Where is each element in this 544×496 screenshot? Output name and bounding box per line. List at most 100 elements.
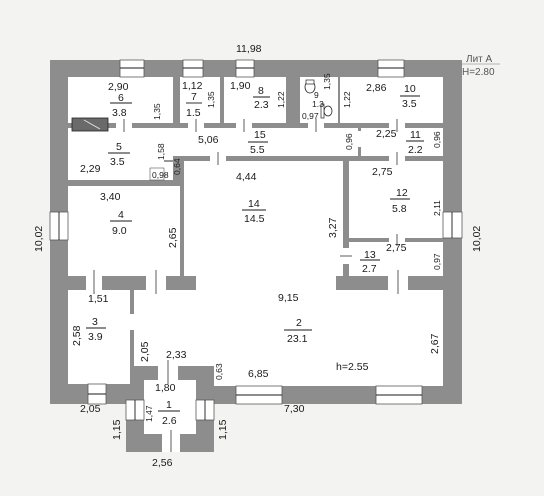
dim-r11-h: 0,96 [432,131,442,148]
dim-width-top: 11,98 [236,43,262,55]
dim-r5-w: 2,29 [80,163,101,175]
dim-r12-h: 2,11 [432,200,442,216]
dim-r2-w: 9,15 [278,292,299,304]
dim-height-left: 10,02 [33,226,45,252]
room-5-num: 5 [116,141,122,153]
dim-r1-h: 1,47 [144,405,154,422]
room-12-area: 5.8 [392,203,407,215]
dim-r2-bottom-b: 7,30 [284,403,305,415]
sink-icon [323,105,333,117]
dim-r13-w: 2,75 [386,242,407,254]
room-4-area: 9.0 [112,225,127,237]
dim-r1-w: 1,80 [155,382,176,394]
height-label: H=2.80 [462,67,495,78]
room-3-area: 3.9 [88,331,103,343]
dim-ext-left-w: 2,05 [80,403,101,415]
room-2-area: 23.1 [287,333,308,345]
window-top-2 [182,59,204,78]
dim-r15-h: 0,96 [344,133,354,150]
room-11 [361,128,443,156]
room-8-area: 2.3 [254,99,269,111]
dim-r9-h: 1,35 [322,73,332,90]
dim-porch-w: 2,56 [152,457,173,469]
dim-r10-h: 1,22 [342,91,352,108]
dim-r8-h: 1,22 [276,91,286,108]
dim-r7-h: 1,35 [206,91,216,108]
room-9-area: 1.3 [312,99,324,109]
dim-porch-h-right: 1,15 [217,419,229,440]
ceiling-height: h=2.55 [336,361,369,373]
room-11-area: 2.2 [408,144,423,156]
window-top-3 [235,59,255,78]
room-13-area: 2.7 [362,263,377,275]
room-8-num: 8 [258,85,264,97]
room-10 [340,77,443,123]
dim-r8-w: 1,90 [230,80,251,92]
dim-r2-left-h: 2,05 [139,341,151,362]
window-bottom-3 [375,385,423,405]
room-15-area: 5.5 [250,144,265,156]
window-right [442,211,463,239]
room-7-num: 7 [191,91,197,103]
dim-r7-w: 1,12 [182,80,203,92]
room-14 [184,161,343,276]
room-1-num: 1 [166,399,172,411]
room-6-area: 3.8 [112,107,127,119]
room-5-area: 3.5 [110,156,125,168]
dim-r12-w: 2,75 [372,166,393,178]
room-13-num: 13 [364,249,376,261]
room-14-area: 14.5 [244,213,265,225]
room-3-num: 3 [92,316,98,328]
dim-r4-w: 3,40 [100,191,121,203]
room-1 [144,380,196,434]
dim-r2-bottom-a: 6,85 [248,368,269,380]
stove-icon [71,117,109,132]
dim-r10-w: 2,86 [366,82,387,94]
dim-r9-w: 0,97 [302,111,319,121]
dim-r6-h: 1,35 [152,103,162,120]
room-8 [224,77,286,123]
window-top-1 [119,59,145,78]
dim-r6-w: 2,90 [108,81,129,93]
dim-r14-w: 4,44 [236,171,257,183]
dim-small-a: 0,98 [152,170,169,180]
dim-r3-h: 2,58 [71,325,83,346]
dim-height-right: 10,02 [471,226,483,252]
room-9-num: 9 [314,90,319,100]
window-porch-right [195,399,215,421]
room-10-num: 10 [404,83,416,95]
litera-label: Лит А [466,54,493,65]
window-bottom-2 [235,385,283,405]
room-7-area: 1.5 [186,107,201,119]
room-2 [134,290,443,386]
dim-r5-h: 1,58 [156,143,166,160]
room-13 [349,242,443,276]
window-top-4 [377,59,405,78]
dim-r3-w: 1,51 [88,293,109,305]
room-2-num: 2 [296,317,302,329]
dim-porch-h-left: 1,15 [111,419,123,440]
room-3 [68,290,130,384]
room-1-area: 2.6 [162,415,177,427]
room-4-num: 4 [118,209,124,221]
room-10-area: 3.5 [402,98,417,110]
room-7 [180,77,220,123]
dim-r15-w: 5,06 [198,134,219,146]
room-14-num: 14 [248,198,260,210]
window-porch-left [125,399,145,421]
room-15-num: 15 [254,129,266,141]
room-4 [68,186,180,276]
dim-r14-h: 3,27 [327,217,339,238]
room-6 [68,77,173,123]
dim-r11-w: 2,25 [376,128,397,140]
window-left [49,211,69,241]
dim-r13-h: 0,97 [432,253,442,270]
room-6-num: 6 [118,92,124,104]
room-12-num: 12 [396,187,408,199]
dim-r2-h: 2,67 [429,333,441,354]
window-bottom-1 [87,383,107,405]
dim-r1-top-w: 2,33 [166,349,187,361]
dim-r4-h: 2,65 [167,227,179,248]
dim-small-b: 0,64 [172,158,182,175]
